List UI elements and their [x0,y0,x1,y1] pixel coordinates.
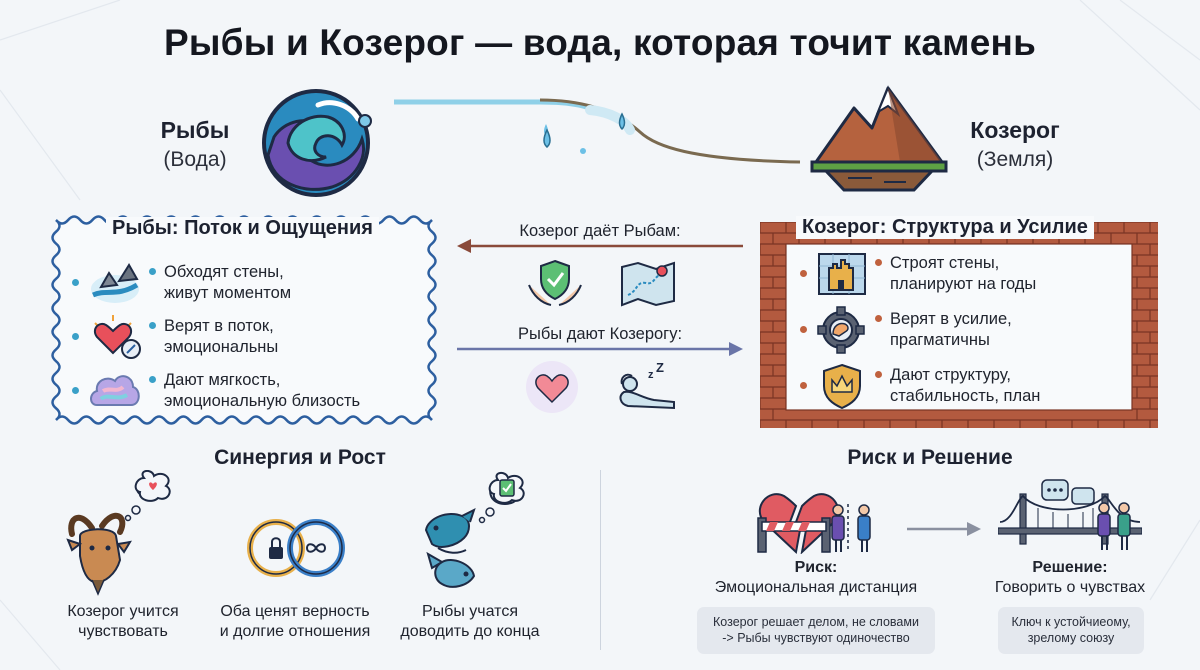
line: Ключ к устойчиеому, [1011,615,1131,629]
section-divider [600,470,601,650]
risk-text: Эмоциональная дистанция [714,579,918,596]
capricorn-item-1: Строят стены, планируют на годы [794,250,1036,298]
rings-icon [247,519,345,577]
capricorn-item-text: Дают структуру, стабильность, план [890,365,1040,406]
castle-blueprint-icon [818,253,866,295]
arrow-right [457,342,743,356]
shield-hands-icon [528,259,582,306]
line: эмоциональны [164,338,279,356]
cap-gives-label: Козерог даёт Рыбам: [519,222,681,240]
line: стабильность, план [890,387,1041,405]
line: Верят в поток, [164,317,274,336]
solution-label: Решение: [1032,559,1108,576]
line: Строят стены, [890,254,1000,273]
capricorn-item-text: Строят стены, планируют на годы [890,253,1036,294]
line: Оба ценят верность [220,603,370,620]
capricorn-item-text: Верят в усилие, прагматичны [890,309,1012,350]
wavy-border [51,215,437,425]
line: живут моментом [164,284,292,302]
cloud-icon [90,375,140,406]
line: Дают структуру, [890,366,1011,385]
risk-label: Риск: [794,559,838,576]
relax-zzz-icon: z Z [619,362,675,410]
heart-compass-icon [93,315,141,359]
gear-arm-icon [817,306,865,354]
line: Дают мягкость, [164,371,281,390]
pisces-element: (Вода) [163,148,227,171]
bullet-dot [149,322,156,329]
arrow-left [457,239,743,253]
pisces-panel-title: Рыбы: Поток и Ощущения [106,217,379,240]
heart-icon [526,361,578,413]
capricorn-name: Козерог [970,117,1060,143]
pisces-header: Рыбы (Вода) [140,117,250,172]
water-stream [394,98,801,164]
pisces-item-1: Обходят стены, живут моментом [66,259,291,307]
line: эмоциональную близость [164,392,361,410]
solution-caption: Решение: Говорить о чувствах [975,558,1165,598]
pisces-panel: Рыбы: Поток и Ощущения Обходят стены, жи… [58,213,432,423]
pisces-gives-label: Рыбы дают Козерогу: [517,325,683,343]
risk-to-solution-arrow [907,522,981,536]
capricorn-item-3: Дают структуру, стабильность, план [794,362,1040,410]
line: Обходят стены, [164,263,284,282]
page-title: Рыбы и Козерог — вода, которая точит кам… [163,22,1037,63]
bullet-dot [72,279,79,286]
solution-note: Ключ к устойчиеому, зрелому союзу [998,607,1144,654]
river-rocks-icon [91,263,139,303]
bullet-dot [149,268,156,275]
risk-title: Риск и Решение [847,446,1013,469]
line: Козерог учится [67,603,179,620]
capricorn-header: Козерог (Земля) [955,117,1075,172]
bridge-icon [998,479,1142,550]
synergy-item-1: Козерог учится чувствовать [48,602,198,642]
bullet-dot [149,376,156,383]
fish-icon [424,472,525,588]
pisces-item-text: Обходят стены, живут моментом [164,262,291,303]
capricorn-element: (Земля) [976,148,1054,171]
line: доводить до конца [400,623,540,640]
pisces-item-3: Дают мягкость, эмоциональную близость [66,367,360,415]
line: -> Рыбы чувствуют одиночество [722,631,910,646]
pisces-item-2: Верят в поток, эмоциональны [66,313,278,361]
risk-caption: Риск: Эмоциональная дистанция [700,558,932,598]
line: планируют на годы [890,275,1037,293]
bullet-dot [800,270,807,277]
line: чувствовать [78,623,168,640]
broken-heart-barrier-icon [757,493,871,554]
goat-icon [66,470,171,596]
synergy-title: Синергия и Рост [214,446,386,469]
solution-text: Говорить о чувствах [994,579,1146,596]
capricorn-panel: Козерог: Структура и Усилие Строят стены… [786,208,1136,410]
crown-shield-icon [823,363,861,410]
synergy-item-3: Рыбы учатся доводить до конца [390,602,550,642]
svg-text:z: z [648,369,654,381]
pisces-item-text: Дают мягкость, эмоциональную близость [164,370,360,411]
bullet-dot [875,315,882,322]
wave-icon [262,89,372,197]
line: Верят в усилие, [890,310,1012,329]
synergy-item-2: Оба ценят верность и долгие отношения [205,602,385,642]
line: Козерог решает делом, не словами [713,615,919,629]
line: Рыбы учатся [422,603,518,620]
pisces-item-text: Верят в поток, эмоциональны [164,316,278,357]
bullet-dot [72,387,79,394]
capricorn-item-2: Верят в усилие, прагматичны [794,306,1012,354]
map-route-icon [621,261,675,307]
line: зрелому союзу [1027,631,1115,646]
bullet-dot [800,326,807,333]
line: прагматичны [890,331,990,349]
pisces-name: Рыбы [160,117,230,143]
bullet-dot [72,333,79,340]
svg-text:Z: Z [656,362,664,375]
bullet-dot [875,371,882,378]
capricorn-panel-title: Козерог: Структура и Усилие [796,216,1094,239]
bullet-dot [800,382,807,389]
risk-note: Козерог решает делом, не словами -> Рыбы… [697,607,935,654]
mountain-icon [810,85,948,192]
line: и долгие отношения [219,623,371,640]
bullet-dot [875,259,882,266]
